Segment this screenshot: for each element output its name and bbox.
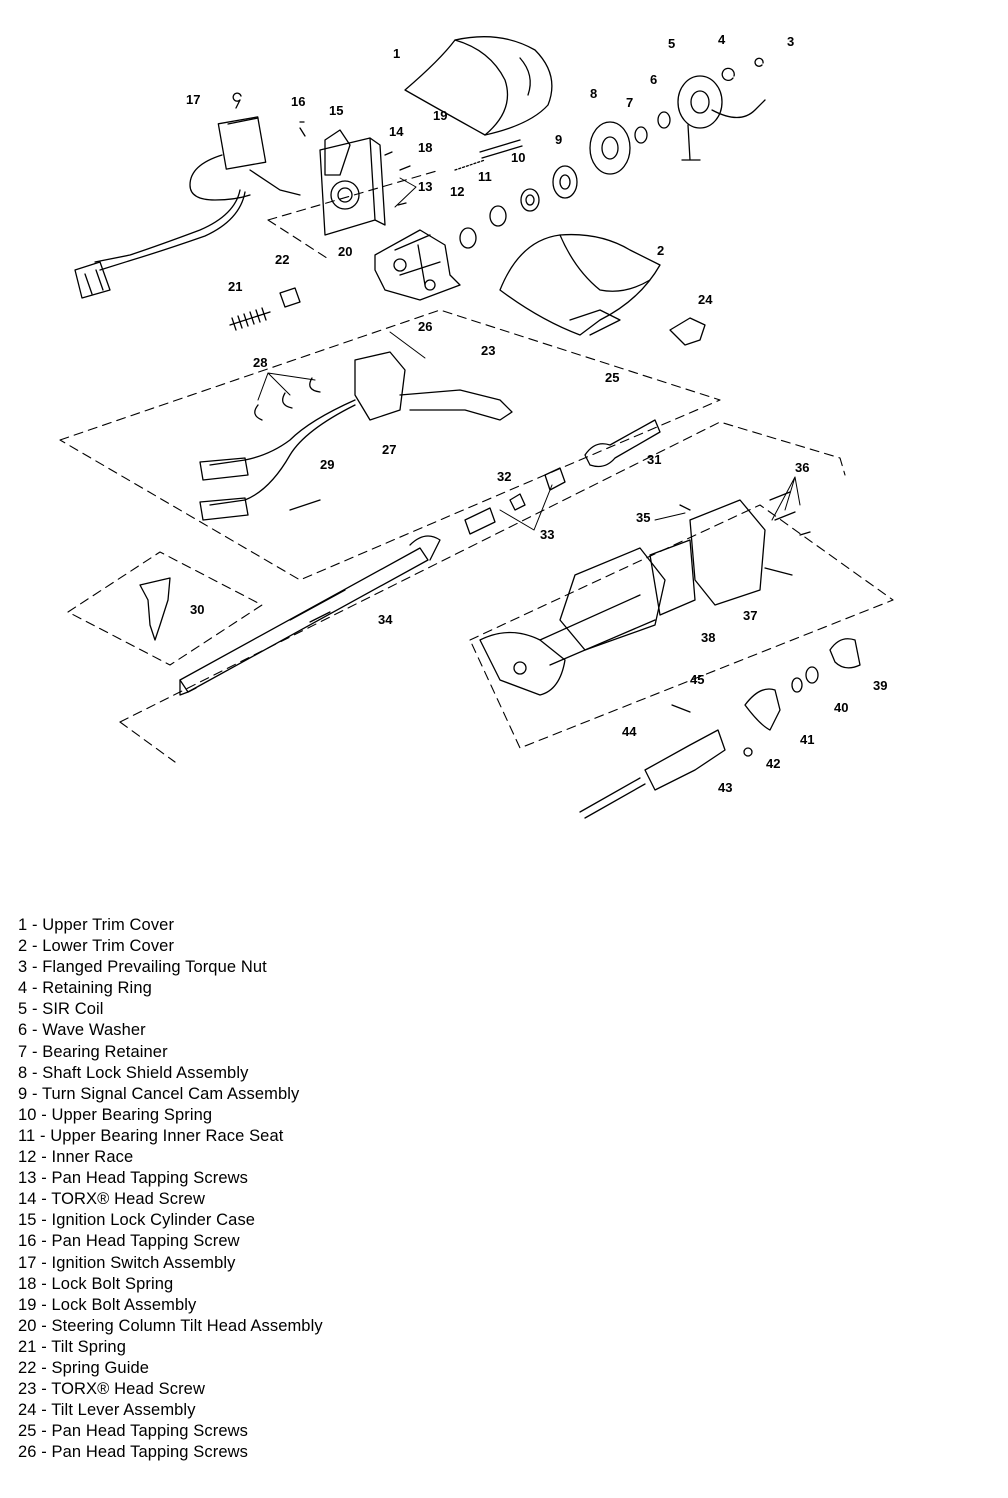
callout-43: 43 (718, 780, 732, 795)
callout-32: 32 (497, 469, 511, 484)
legend-item: 4 - Retaining Ring (18, 979, 152, 998)
legend-item: 19 - Lock Bolt Assembly (18, 1295, 197, 1314)
callout-36: 36 (795, 460, 809, 475)
lock-bolt-assembly (454, 139, 523, 171)
tilt-spring (229, 287, 301, 331)
upper-shaft-joint (464, 419, 661, 535)
callout-45: 45 (690, 672, 704, 687)
legend-item: 21 - Tilt Spring (18, 1337, 126, 1356)
legend-item: 5 - SIR Coil (18, 1000, 104, 1019)
legend-item: 25 - Pan Head Tapping Screws (18, 1422, 248, 1441)
callout-9: 9 (555, 132, 562, 147)
callout-3: 3 (787, 34, 794, 49)
legend-item: 11 - Upper Bearing Inner Race Seat (18, 1126, 284, 1145)
callout-41: 41 (800, 732, 814, 747)
bearing-stack (459, 111, 671, 249)
ignition-switch-assembly (74, 92, 301, 299)
sir-coil (677, 57, 766, 161)
callout-21: 21 (228, 279, 242, 294)
callout-17: 17 (186, 92, 200, 107)
callout-38: 38 (701, 630, 715, 645)
legend-item: 12 - Inner Race (18, 1148, 134, 1167)
lower-trim-cover (499, 233, 661, 336)
legend-item: 24 - Tilt Lever Assembly (18, 1401, 196, 1420)
legend-item: 6 - Wave Washer (18, 1021, 146, 1040)
callout-42: 42 (766, 756, 780, 771)
steering-shaft (179, 535, 441, 696)
exploded-diagram: 1 2 3 4 5 6 7 8 9 10 11 12 13 14 15 16 1… (59, 32, 894, 819)
legend-item: 15 - Ignition Lock Cylinder Case (18, 1211, 256, 1230)
parts-legend: 1 - Upper Trim Cover 2 - Lower Trim Cove… (18, 915, 323, 1463)
ignition-lock-cylinder-case (299, 121, 411, 236)
callout-35: 35 (636, 510, 650, 525)
callout-33: 33 (540, 527, 554, 542)
legend-item: 9 - Turn Signal Cancel Cam Assembly (18, 1084, 300, 1103)
legend-item: 18 - Lock Bolt Spring (18, 1274, 174, 1293)
callout-12: 12 (450, 184, 464, 199)
upper-trim-cover (404, 36, 553, 136)
callout-39: 39 (873, 678, 887, 693)
callout-7: 7 (626, 95, 633, 110)
legend-item: 23 - TORX® Head Screw (18, 1380, 205, 1399)
legend-item: 3 - Flanged Prevailing Torque Nut (18, 958, 267, 977)
callout-20: 20 (338, 244, 352, 259)
callout-5: 5 (668, 36, 675, 51)
column-housing (479, 491, 811, 696)
callout-25: 25 (605, 370, 619, 385)
legend-item: 13 - Pan Head Tapping Screws (18, 1169, 248, 1188)
callout-10: 10 (511, 150, 525, 165)
callout-13: 13 (418, 179, 432, 194)
callout-16: 16 (291, 94, 305, 109)
callout-11: 11 (478, 169, 492, 184)
callout-15: 15 (329, 103, 343, 118)
callout-2: 2 (657, 243, 664, 258)
tilt-lever (669, 317, 706, 346)
callout-18: 18 (418, 140, 432, 155)
callout-8: 8 (590, 86, 597, 101)
legend-item: 20 - Steering Column Tilt Head Assembly (18, 1316, 323, 1335)
dashed-frames (59, 169, 894, 763)
legend-item: 10 - Upper Bearing Spring (18, 1105, 213, 1124)
callout-labels: 1 2 3 4 5 6 7 8 9 10 11 12 13 14 15 16 1… (186, 32, 887, 795)
callout-22: 22 (275, 252, 289, 267)
callout-27: 27 (382, 442, 396, 457)
callout-29: 29 (320, 457, 334, 472)
legend-item: 7 - Bearing Retainer (18, 1042, 168, 1061)
leader-lines (257, 177, 801, 531)
callout-44: 44 (622, 724, 637, 739)
legend-item: 1 - Upper Trim Cover (18, 916, 175, 934)
legend-item: 22 - Spring Guide (18, 1358, 150, 1377)
callout-23: 23 (481, 343, 495, 358)
callout-34: 34 (378, 612, 393, 627)
callout-14: 14 (389, 124, 404, 139)
legend-item: 2 - Lower Trim Cover (18, 937, 175, 956)
callout-6: 6 (650, 72, 657, 87)
callout-26: 26 (418, 319, 432, 334)
callout-19: 19 (433, 108, 447, 123)
legend-item: 26 - Pan Head Tapping Screws (18, 1443, 248, 1462)
callout-1: 1 (393, 46, 400, 61)
lower-bearing-parts (579, 638, 861, 819)
callout-4: 4 (718, 32, 726, 47)
callout-31: 31 (647, 452, 661, 467)
legend-item: 8 - Shaft Lock Shield Assembly (18, 1063, 249, 1082)
callout-28: 28 (253, 355, 267, 370)
callout-24: 24 (698, 292, 713, 307)
legend-item: 14 - TORX® Head Screw (18, 1190, 205, 1209)
callout-30: 30 (190, 602, 204, 617)
callout-37: 37 (743, 608, 757, 623)
turn-signal-switch (199, 351, 513, 521)
callout-40: 40 (834, 700, 848, 715)
legend-item: 17 - Ignition Switch Assembly (18, 1253, 236, 1272)
tilt-lever-pivot (139, 577, 171, 641)
tilt-head-assembly (374, 229, 461, 301)
legend-item: 16 - Pan Head Tapping Screw (18, 1232, 240, 1251)
